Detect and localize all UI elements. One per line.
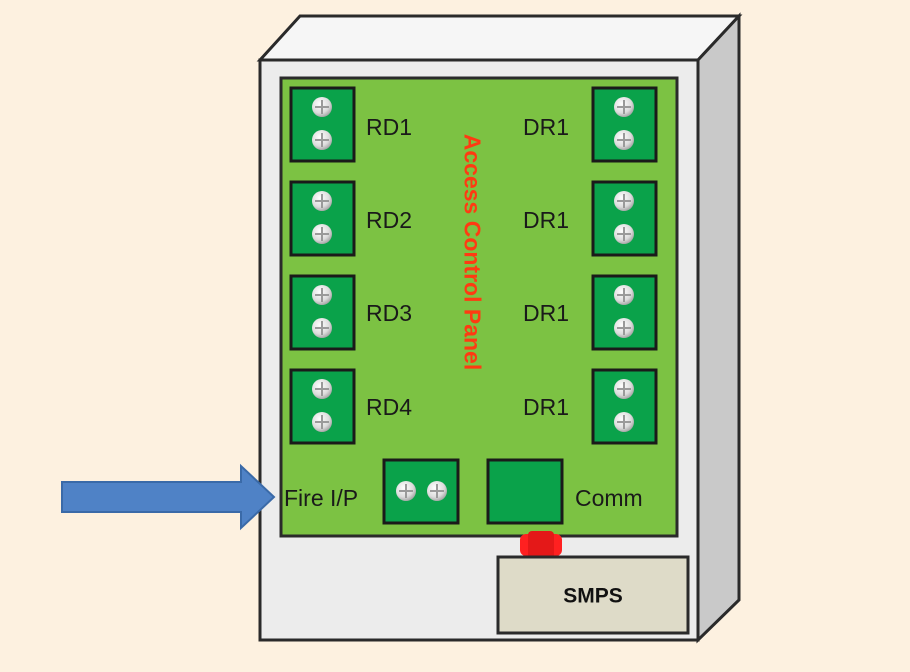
reader-label-3: RD3 bbox=[366, 300, 413, 326]
reader-label-4: RD4 bbox=[366, 394, 413, 420]
power-connector bbox=[520, 531, 562, 559]
terminal-block-dr4 bbox=[591, 368, 658, 445]
terminal-block-dr1 bbox=[591, 86, 658, 163]
reader-terminals bbox=[289, 86, 356, 445]
terminal-block-rd4 bbox=[289, 368, 356, 445]
terminal-block-dr3 bbox=[591, 274, 658, 351]
smps-label: SMPS bbox=[563, 584, 623, 608]
door-label-2: DR1 bbox=[523, 207, 570, 233]
reader-label-1: RD1 bbox=[366, 114, 413, 140]
panel-title: Access Control Panel bbox=[459, 133, 486, 371]
terminal-block-rd1 bbox=[289, 86, 356, 163]
terminal-block-rd3 bbox=[289, 274, 356, 351]
fire-input-label: Fire I/P bbox=[284, 485, 359, 511]
arrow-right-icon bbox=[61, 463, 276, 531]
comm-label: Comm bbox=[575, 485, 643, 511]
terminal-block-dr2 bbox=[591, 180, 658, 257]
door-label-3: DR1 bbox=[523, 300, 570, 326]
smps-box bbox=[496, 555, 690, 635]
terminal-block-fire-input bbox=[382, 458, 460, 525]
comm-port-block bbox=[486, 458, 564, 525]
enclosure-side-face bbox=[696, 12, 741, 644]
enclosure-top-face bbox=[256, 14, 743, 62]
door-terminals bbox=[591, 86, 658, 445]
reader-label-2: RD2 bbox=[366, 207, 413, 233]
door-label-1: DR1 bbox=[523, 114, 570, 140]
terminal-block-rd2 bbox=[289, 180, 356, 257]
door-label-4: DR1 bbox=[523, 394, 570, 420]
